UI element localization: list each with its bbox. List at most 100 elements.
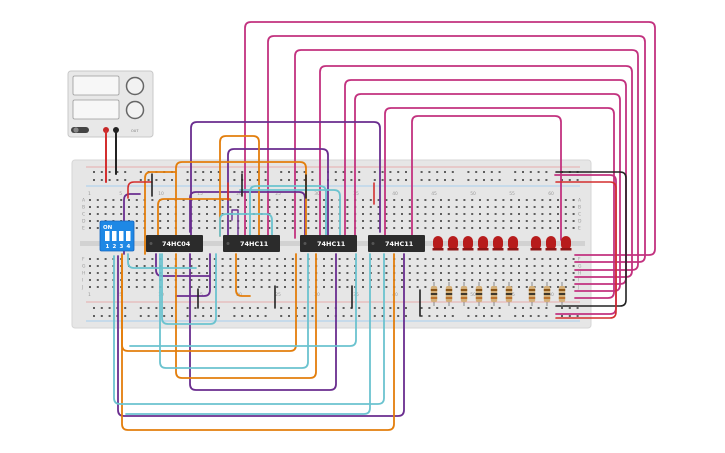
rail-hole[interactable] [241, 307, 244, 309]
breadboard-hole[interactable] [518, 199, 520, 201]
breadboard-hole[interactable] [299, 286, 302, 288]
breadboard-hole[interactable] [291, 220, 294, 222]
breadboard-hole[interactable] [276, 213, 279, 215]
breadboard-hole[interactable] [393, 213, 396, 215]
breadboard-hole[interactable] [432, 220, 435, 222]
breadboard-hole[interactable] [502, 286, 505, 288]
rail-hole[interactable] [147, 307, 150, 309]
dip-switch[interactable]: ON 1 2 3 4 [99, 220, 135, 252]
breadboard-hole[interactable] [120, 213, 123, 215]
breadboard-hole[interactable] [260, 227, 263, 229]
breadboard-hole[interactable] [557, 206, 559, 208]
breadboard-hole[interactable] [167, 227, 169, 229]
breadboard-hole[interactable] [260, 258, 263, 260]
led-icon[interactable] [478, 236, 488, 250]
rail-hole[interactable] [217, 307, 220, 309]
breadboard-hole[interactable] [572, 286, 575, 288]
rail-hole[interactable] [490, 307, 493, 309]
rail-hole[interactable] [342, 307, 345, 309]
rail-hole[interactable] [420, 307, 423, 309]
breadboard-hole[interactable] [330, 258, 333, 260]
breadboard-hole[interactable] [494, 220, 497, 222]
rail-hole[interactable] [483, 179, 485, 181]
rail-hole[interactable] [116, 171, 119, 173]
breadboard-hole[interactable] [213, 279, 216, 281]
breadboard-hole[interactable] [518, 258, 520, 260]
breadboard-hole[interactable] [323, 279, 325, 281]
breadboard-hole[interactable] [440, 199, 442, 201]
breadboard-hole[interactable] [455, 199, 458, 201]
breadboard-hole[interactable] [432, 258, 435, 260]
breadboard-hole[interactable] [377, 258, 380, 260]
breadboard-hole[interactable] [330, 272, 333, 274]
breadboard-hole[interactable] [237, 199, 240, 201]
breadboard-hole[interactable] [135, 258, 138, 260]
breadboard-hole[interactable] [96, 258, 99, 260]
breadboard-hole[interactable] [338, 279, 341, 281]
dip-toggle-2[interactable] [112, 231, 117, 241]
breadboard-hole[interactable] [276, 227, 279, 229]
breadboard-hole[interactable] [284, 286, 286, 288]
rail-hole[interactable] [334, 179, 337, 181]
breadboard-hole[interactable] [213, 227, 216, 229]
breadboard-hole[interactable] [346, 272, 349, 274]
breadboard-hole[interactable] [198, 227, 201, 229]
purple-wire[interactable] [231, 209, 239, 237]
breadboard-hole[interactable] [377, 286, 380, 288]
breadboard-hole[interactable] [502, 213, 505, 215]
breadboard-hole[interactable] [424, 199, 427, 201]
rail-hole[interactable] [350, 179, 353, 181]
rail-hole[interactable] [529, 307, 532, 309]
breadboard-hole[interactable] [564, 199, 567, 201]
cyan-wire[interactable] [125, 253, 371, 415]
breadboard-hole[interactable] [182, 220, 185, 222]
breadboard-hole[interactable] [549, 279, 552, 281]
breadboard-hole[interactable] [252, 286, 255, 288]
rail-hole[interactable] [311, 315, 314, 317]
breadboard-hole[interactable] [229, 199, 232, 201]
rail-hole[interactable] [420, 179, 423, 181]
breadboard-hole[interactable] [299, 272, 302, 274]
breadboard-hole[interactable] [541, 206, 544, 208]
rail-hole[interactable] [545, 171, 548, 173]
breadboard-hole[interactable] [89, 272, 91, 274]
breadboard-hole[interactable] [502, 272, 505, 274]
cyan-wire[interactable] [113, 253, 385, 405]
breadboard-hole[interactable] [401, 286, 403, 288]
breadboard-hole[interactable] [463, 199, 466, 201]
breadboard-hole[interactable] [494, 213, 497, 215]
breadboard-hole[interactable] [486, 279, 489, 281]
breadboard-hole[interactable] [377, 199, 380, 201]
dip-toggle-3[interactable] [119, 231, 124, 241]
breadboard-hole[interactable] [362, 206, 364, 208]
rail-hole[interactable] [428, 315, 431, 317]
breadboard-hole[interactable] [416, 220, 419, 222]
breadboard-hole[interactable] [135, 220, 138, 222]
breadboard-hole[interactable] [291, 213, 294, 215]
breadboard-hole[interactable] [167, 286, 169, 288]
rail-hole[interactable] [217, 315, 220, 317]
rail-hole[interactable] [155, 307, 158, 309]
breadboard-hole[interactable] [549, 227, 552, 229]
magenta-wire[interactable] [411, 115, 562, 241]
breadboard-hole[interactable] [486, 265, 489, 267]
rail-hole[interactable] [490, 171, 493, 173]
rail-hole[interactable] [93, 179, 95, 181]
breadboard-hole[interactable] [393, 227, 396, 229]
rail-hole[interactable] [381, 171, 384, 173]
breadboard-hole[interactable] [143, 286, 146, 288]
breadboard-hole[interactable] [135, 272, 138, 274]
magenta-wire[interactable] [344, 79, 627, 285]
rail-hole[interactable] [116, 179, 119, 181]
rail-hole[interactable] [529, 179, 532, 181]
rail-hole[interactable] [405, 307, 407, 309]
rail-hole[interactable] [451, 315, 454, 317]
rail-hole[interactable] [405, 315, 407, 317]
breadboard-hole[interactable] [291, 227, 294, 229]
breadboard-hole[interactable] [557, 272, 559, 274]
orange-wire[interactable] [219, 135, 260, 237]
breadboard-hole[interactable] [479, 265, 481, 267]
breadboard-hole[interactable] [346, 286, 349, 288]
breadboard-hole[interactable] [299, 213, 302, 215]
breadboard-hole[interactable] [252, 265, 255, 267]
